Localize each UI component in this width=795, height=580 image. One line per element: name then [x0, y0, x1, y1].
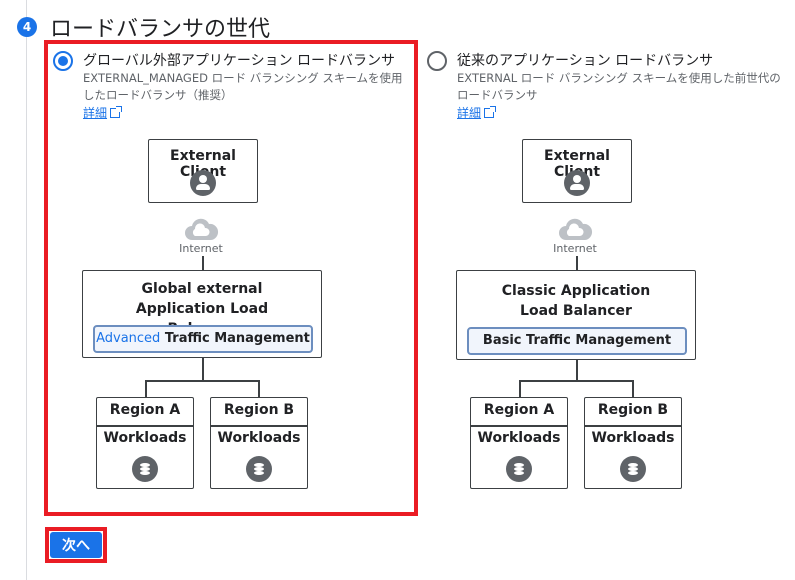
radio-global-external-alb[interactable] [53, 51, 73, 71]
database-icon [506, 456, 532, 482]
external-link-icon [484, 106, 497, 118]
learn-more-link[interactable]: 詳細 [83, 104, 123, 121]
internet-label: Internet [179, 242, 223, 255]
region-label: Region B [223, 402, 295, 418]
workloads-label: Workloads [217, 430, 301, 446]
option-label: グローバル外部アプリケーション ロードバランサ [83, 53, 396, 69]
load-balancer-box: Classic Application Load Balancer Basic … [456, 270, 696, 360]
region-label: Region A [483, 402, 555, 418]
cloud-icon [185, 218, 219, 240]
option-label: 従来のアプリケーション ロードバランサ [457, 53, 714, 69]
highlight-frame [44, 40, 418, 516]
person-icon [190, 170, 216, 196]
cloud-icon [559, 218, 593, 240]
connector [202, 256, 204, 270]
database-icon [246, 456, 272, 482]
option-description: EXTERNAL ロード バランシング スキームを使用した前世代のロードバランサ [457, 71, 781, 102]
option-description: EXTERNAL_MANAGED ロード バランシング スキームを使用したロード… [83, 71, 403, 102]
step-number-badge: 4 [17, 17, 37, 37]
workloads-label: Workloads [477, 430, 561, 446]
connector [202, 358, 204, 380]
learn-more-link[interactable]: 詳細 [457, 104, 497, 121]
workloads-label: Workloads [103, 430, 187, 446]
connector [576, 360, 578, 380]
connector [519, 380, 521, 397]
workloads-label: Workloads [591, 430, 675, 446]
step-title: ロードバランサの世代 [50, 17, 271, 42]
traffic-management-box: Basic Traffic Management [467, 327, 687, 355]
region-box: Region B Workloads [210, 397, 308, 489]
next-button-highlight [45, 527, 107, 563]
internet-label: Internet [553, 242, 597, 255]
connector [519, 380, 633, 382]
region-box: Region B Workloads [584, 397, 682, 489]
traffic-management-box: Advanced Traffic Management [93, 325, 313, 353]
client-box: External Client [522, 139, 632, 203]
external-link-icon [110, 106, 123, 118]
load-balancer-box: Global external Application Load Balance… [82, 270, 322, 358]
region-box: Region A Workloads [96, 397, 194, 489]
connector [632, 380, 634, 397]
region-label: Region B [597, 402, 669, 418]
person-icon [564, 170, 590, 196]
client-box: External Client [148, 139, 258, 203]
connector [145, 380, 147, 397]
connector [145, 380, 259, 382]
next-button[interactable]: 次へ [50, 532, 102, 558]
database-icon [620, 456, 646, 482]
region-label: Region A [109, 402, 181, 418]
connector [258, 380, 260, 397]
radio-classic-alb[interactable] [427, 51, 447, 71]
region-box: Region A Workloads [470, 397, 568, 489]
database-icon [132, 456, 158, 482]
load-balancer-title: Classic Application Load Balancer [501, 283, 651, 319]
stepper-line [26, 0, 27, 580]
connector [576, 256, 578, 270]
